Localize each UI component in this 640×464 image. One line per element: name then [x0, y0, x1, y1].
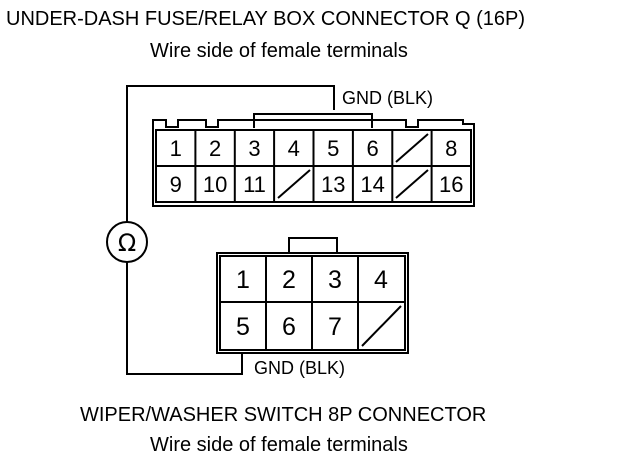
top-gnd-label: GND (BLK) [342, 88, 433, 108]
bottom-gnd-label: GND (BLK) [254, 358, 345, 378]
top-connector-body [152, 119, 475, 207]
top-pin-label: 16 [439, 172, 463, 197]
top-connector-title: UNDER-DASH FUSE/RELAY BOX CONNECTOR Q (1… [6, 8, 525, 30]
top-pin-label: 11 [243, 172, 266, 197]
bottom-connector-subtitle: Wire side of female terminals [150, 434, 408, 456]
bottom-pin-label: 7 [328, 313, 342, 341]
bottom-connector-body [216, 252, 409, 354]
test-lead-wire [126, 85, 335, 375]
empty-cavity-12 [277, 169, 311, 199]
bottom-pin-label: 1 [236, 266, 250, 294]
top-connector-subtitle: Wire side of female terminals [150, 40, 408, 62]
top-pin-label: 14 [360, 172, 384, 197]
empty-cavity-15 [395, 169, 429, 199]
top-connector-key [253, 113, 373, 128]
top-pin-label: 8 [445, 136, 457, 161]
empty-cavity-8 [361, 305, 402, 347]
bottom-pin-label: 3 [328, 266, 342, 294]
top-pin-label: 1 [170, 136, 182, 161]
bottom-pin-label: 6 [282, 313, 296, 341]
bottom-connector-key [288, 237, 338, 253]
bottom-pin-label: 4 [374, 266, 388, 294]
top-pin-label: 5 [327, 136, 339, 161]
top-pin-label: 2 [209, 136, 221, 161]
ohmmeter-icon [106, 221, 148, 263]
top-pin-label: 9 [170, 172, 182, 197]
top-pin-label: 13 [321, 172, 345, 197]
top-pin-label: 4 [288, 136, 300, 161]
top-pin-label: 10 [203, 172, 227, 197]
bottom-pin-label: 5 [236, 313, 250, 341]
ohm-symbol: Ω [118, 229, 136, 257]
bottom-pin-label: 2 [282, 266, 296, 294]
top-pin-label: 6 [366, 136, 378, 161]
top-pin-label: 3 [248, 136, 260, 161]
bottom-connector-title: WIPER/WASHER SWITCH 8P CONNECTOR [80, 404, 487, 426]
empty-cavity-7 [395, 133, 429, 163]
